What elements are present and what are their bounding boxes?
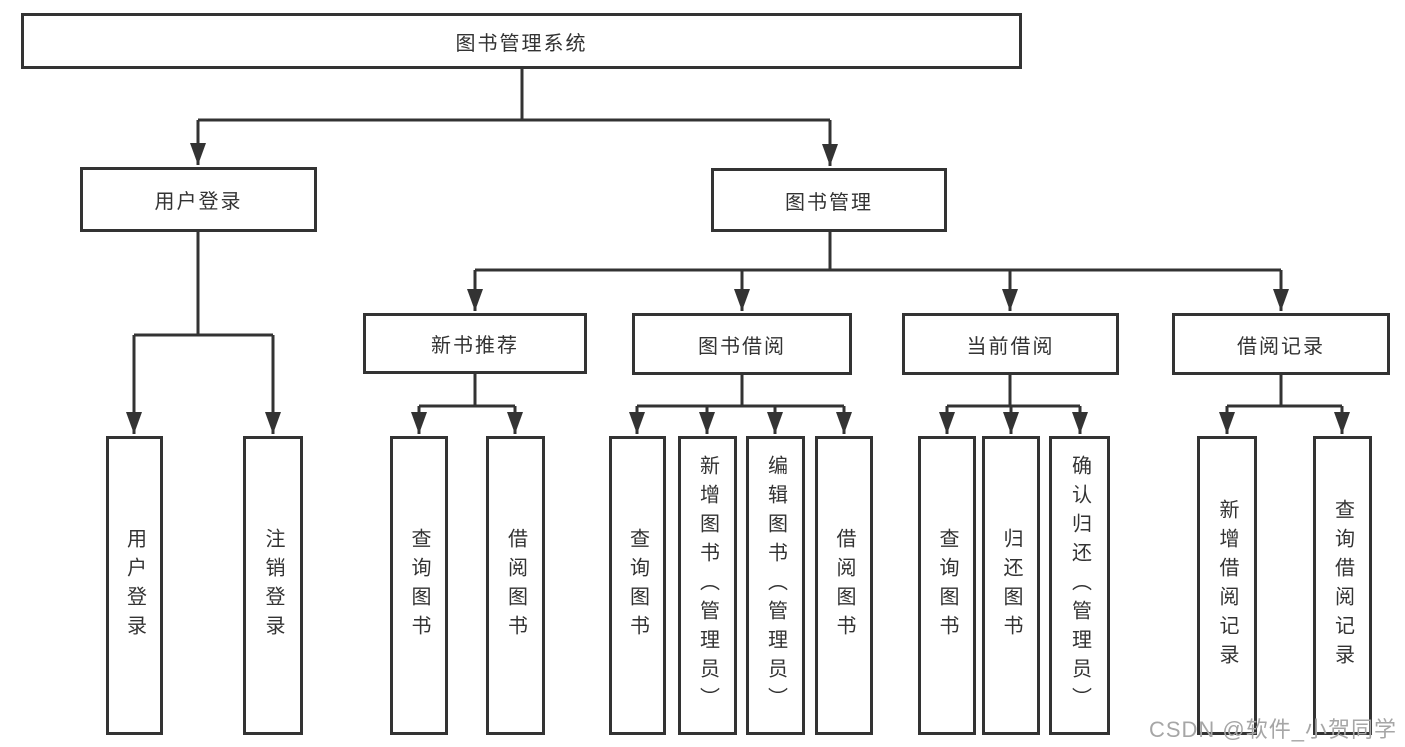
node-book-management-label: 图书管理 bbox=[785, 191, 873, 214]
leaf-records-add-borrow-record: 新增借阅记录 bbox=[1197, 436, 1257, 735]
leaf-current-confirm-return-admin: 确认归还（管理员） bbox=[1049, 436, 1110, 735]
leaf-records-query-borrow-record-label: 查询借阅记录 bbox=[1331, 498, 1354, 673]
leaf-logout-login: 注销登录 bbox=[243, 436, 303, 735]
node-borrow-records: 借阅记录 bbox=[1172, 313, 1390, 375]
leaf-current-query-books-label: 查询图书 bbox=[936, 527, 958, 644]
node-new-book-recommend-label: 新书推荐 bbox=[431, 335, 519, 357]
node-current-borrow: 当前借阅 bbox=[902, 313, 1119, 375]
node-root: 图书管理系统 bbox=[21, 13, 1022, 69]
node-borrow-records-label: 借阅记录 bbox=[1237, 335, 1325, 358]
leaf-current-return-books-label: 归还图书 bbox=[1000, 527, 1022, 644]
leaf-borrow-borrow-books-label: 借阅图书 bbox=[833, 527, 855, 644]
leaf-borrow-edit-books-admin: 编辑图书（管理员） bbox=[746, 436, 805, 735]
leaf-borrow-add-books-admin-label: 新增图书（管理员） bbox=[696, 455, 719, 716]
leaf-current-query-books: 查询图书 bbox=[918, 436, 976, 735]
leaf-borrow-query-books-label: 查询图书 bbox=[626, 527, 649, 644]
node-book-borrow: 图书借阅 bbox=[632, 313, 852, 375]
leaf-logout-login-label: 注销登录 bbox=[262, 527, 284, 644]
leaf-newbooks-borrow-books-label: 借阅图书 bbox=[504, 527, 527, 644]
node-user-login-label: 用户登录 bbox=[154, 191, 243, 213]
leaf-user-login: 用户登录 bbox=[106, 436, 163, 735]
leaf-current-return-books: 归还图书 bbox=[982, 436, 1040, 735]
node-user-login: 用户登录 bbox=[80, 167, 317, 232]
node-current-borrow-label: 当前借阅 bbox=[966, 335, 1055, 358]
node-root-label: 图书管理系统 bbox=[455, 32, 588, 55]
leaf-borrow-add-books-admin: 新增图书（管理员） bbox=[678, 436, 737, 735]
leaf-newbooks-borrow-books: 借阅图书 bbox=[486, 436, 545, 735]
leaf-borrow-query-books: 查询图书 bbox=[609, 436, 666, 735]
node-book-management: 图书管理 bbox=[711, 168, 947, 232]
watermark: CSDN @软件_小贺同学 bbox=[1148, 717, 1397, 742]
leaf-borrow-edit-books-admin-label: 编辑图书（管理员） bbox=[764, 455, 787, 716]
node-new-book-recommend: 新书推荐 bbox=[363, 313, 587, 374]
leaf-newbooks-query-books: 查询图书 bbox=[390, 436, 448, 735]
node-book-borrow-label: 图书借阅 bbox=[698, 335, 786, 358]
leaf-borrow-borrow-books: 借阅图书 bbox=[815, 436, 873, 735]
leaf-records-query-borrow-record: 查询借阅记录 bbox=[1313, 436, 1372, 735]
leaf-current-confirm-return-admin-label: 确认归还（管理员） bbox=[1068, 455, 1091, 716]
leaf-newbooks-query-books-label: 查询图书 bbox=[408, 527, 430, 644]
leaf-user-login-label: 用户登录 bbox=[123, 527, 146, 644]
leaf-records-add-borrow-record-label: 新增借阅记录 bbox=[1216, 498, 1238, 673]
